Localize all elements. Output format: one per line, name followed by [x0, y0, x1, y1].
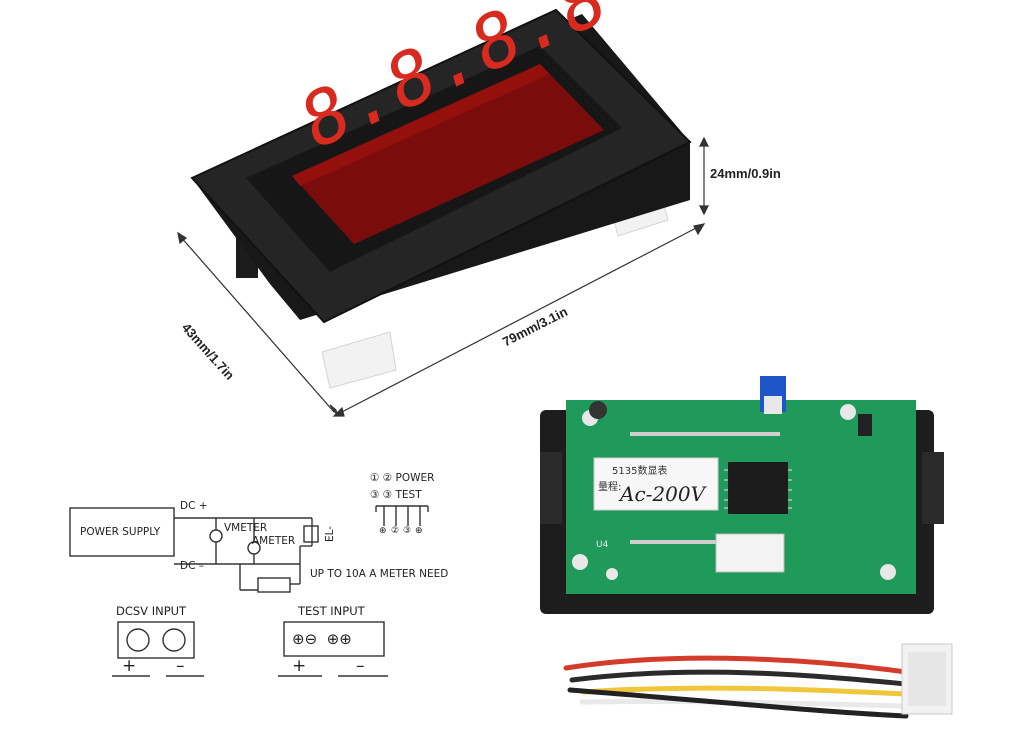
dcsv-input-title: DCSV INPUT	[116, 604, 187, 618]
pcb-label-line2: 量程:	[598, 482, 622, 493]
pcb-handwritten-range: Ac-200V	[620, 482, 706, 506]
dc-minus-label: DC –	[180, 560, 205, 572]
housing-clip-right	[922, 452, 944, 524]
housing-clip-left	[540, 452, 562, 524]
connector-pin-4: ⊕	[415, 526, 423, 536]
test-input-title: TEST INPUT	[298, 604, 365, 618]
dc-plus-label: DC +	[180, 500, 208, 512]
legend-test: ③ ③ TEST	[370, 489, 422, 501]
power-supply-label: POWER SUPPLY	[80, 526, 161, 538]
test-plus-label: +	[292, 656, 307, 676]
load-symbol	[303, 525, 319, 543]
dcsv-minus-label: –	[176, 656, 185, 676]
pcb-label-line1: 5135数显表	[612, 466, 668, 477]
connector-pin-2: ②	[391, 526, 400, 536]
dcsv-plus-label: +	[122, 656, 137, 676]
mounting-foot-left	[321, 331, 397, 389]
test-terminal-block	[283, 621, 385, 657]
legend-power: ① ② POWER	[370, 472, 435, 484]
dcsv-terminal-block	[117, 621, 195, 659]
dcsv-terminal-2	[162, 628, 186, 652]
board-connector	[715, 533, 785, 573]
power-supply-box	[69, 507, 175, 557]
connector-pin-1: ⊕	[379, 526, 387, 536]
pcb-marking-u4: U4	[596, 540, 609, 550]
ameter-note: UP TO 10A A METER NEED	[310, 568, 449, 580]
test-terminal-symbols: ⊕⊖ ⊕⊕	[292, 630, 352, 648]
test-minus-label: –	[356, 656, 365, 676]
shunt-resistor	[257, 577, 291, 593]
vmeter-symbol	[209, 529, 223, 543]
transistor	[858, 414, 872, 436]
capacitor	[589, 401, 607, 419]
display-window	[292, 64, 604, 244]
display-glare	[292, 64, 550, 186]
vmeter-label: VMETER	[224, 522, 268, 534]
ameter-label: AMETER	[252, 535, 296, 547]
height-dimension-label: 24mm/0.9in	[710, 166, 781, 181]
dcsv-terminal-1	[126, 628, 150, 652]
pcb-label-sticker	[593, 457, 719, 511]
connector-pin-3: ③	[403, 526, 412, 536]
